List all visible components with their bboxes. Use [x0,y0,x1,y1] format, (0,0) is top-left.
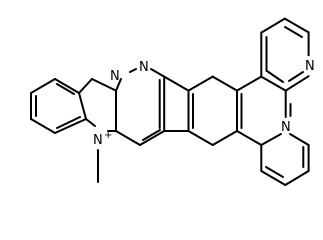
structure-canvas: N N N N N + [30,17,315,186]
atom-n-pyridazine-left: N [110,69,120,84]
molecule-diagram: N N N N N + [30,17,315,186]
atom-n-top-right: N [305,59,315,74]
bonds [30,17,310,186]
atom-n-pyridazine-right: N [139,60,149,75]
atom-labels: N N N N N + [93,59,315,148]
charge-plus: + [104,130,112,141]
atom-n-bottom-right: N [281,120,291,135]
atom-n-imidazolium: N [93,133,103,148]
